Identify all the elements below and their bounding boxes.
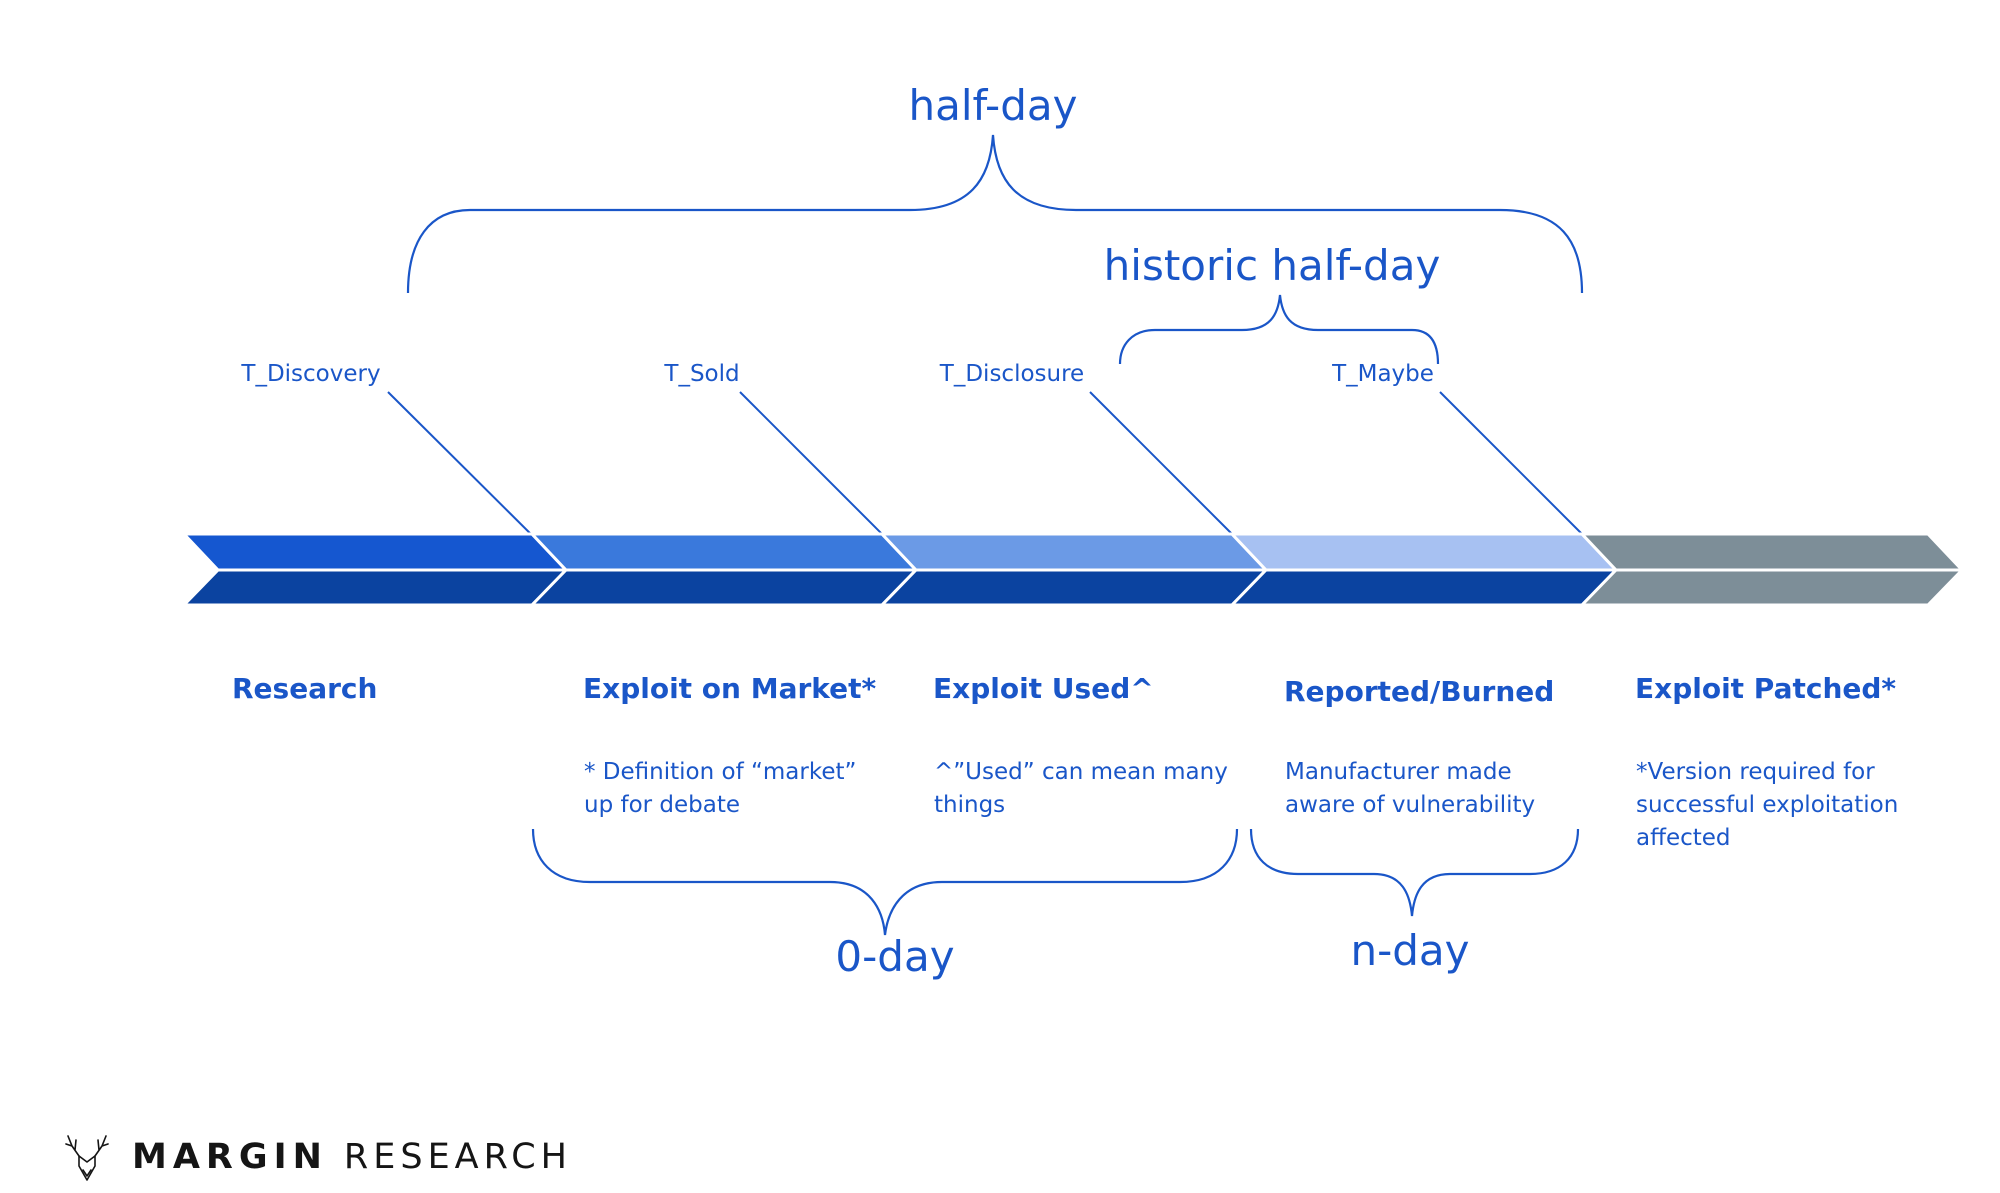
stage-title-exploit-patched: Exploit Patched* [1635,672,1896,705]
stage-1-band-top [180,532,570,572]
stage-3-band-bottom [878,568,1270,607]
n-day-label: n-day [1350,926,1469,975]
stage-5-band-top [1578,532,1966,572]
deer-antler-icon [65,1135,109,1181]
stage-4-band-top [1228,532,1620,572]
stage-note-used-line-2: things [934,792,1005,818]
half-day-brace [406,134,1584,294]
marker-t-discovery: T_Discovery [240,361,380,387]
stage-title-reported-burned: Reported/Burned [1284,675,1554,708]
marker-t-sold: T_Sold [663,361,739,387]
brand-logo: MARGIN RESEARCH [64,1132,572,1182]
n-day-brace [1249,828,1580,917]
stage-title-exploit-on-market: Exploit on Market* [583,672,877,705]
stage-title-exploit-used: Exploit Used^ [933,672,1154,705]
brand-name-bold: MARGIN [132,1137,328,1177]
stage-note-reported-line-2: aware of vulnerability [1285,792,1535,818]
historic-half-day-label: historic half-day [1104,241,1441,290]
stage-1-band-bottom [180,568,570,607]
marker-t-disclosure: T_Disclosure [939,361,1084,387]
stage-note-market-line-1: * Definition of “market” [584,759,856,785]
stage-note-market-line-2: up for debate [584,792,740,818]
historic-half-day-brace [1118,294,1440,365]
stage-4-band-bottom [1228,568,1620,607]
stage-note-reported-line-1: Manufacturer made [1285,759,1512,785]
stage-note-patched-line-2: successful exploitation [1636,792,1898,818]
stage-5-band-bottom [1578,568,1966,607]
zero-day-label: 0-day [835,932,954,981]
brand-name-light: RESEARCH [343,1137,572,1177]
stage-note-patched-line-1: *Version required for [1636,759,1875,785]
stage-title-research: Research [232,672,377,705]
half-day-label: half-day [909,81,1078,130]
stage-2-band-bottom [528,568,920,607]
stage-note-used-line-1: ^”Used” can mean many [934,759,1228,785]
marker-t-maybe: T_Maybe [1331,361,1434,387]
zero-day-brace [531,828,1239,936]
stage-note-patched-line-3: affected [1636,825,1731,851]
stage-3-band-top [878,532,1270,572]
stage-2-band-top [528,532,920,572]
